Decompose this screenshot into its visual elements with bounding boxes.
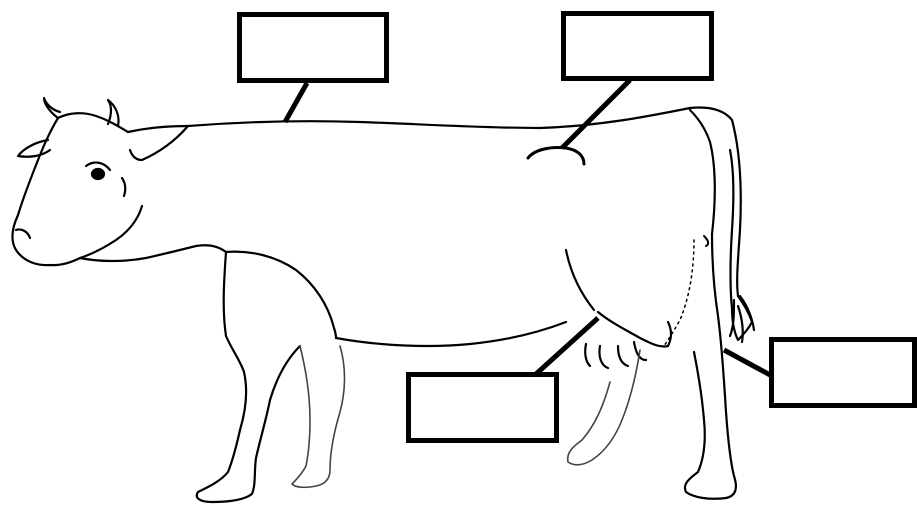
cow-ear-right bbox=[128, 126, 188, 160]
cow-eye bbox=[92, 169, 104, 179]
cow-back-outline bbox=[188, 108, 732, 129]
label-box-1[interactable] bbox=[237, 12, 389, 83]
cow-hind-leg-near bbox=[685, 234, 736, 499]
cow-muzzle bbox=[16, 229, 30, 238]
cow-fore-leg-far bbox=[292, 346, 345, 487]
cow-shoulder-contour bbox=[226, 252, 336, 338]
cow-fore-leg-near bbox=[197, 252, 300, 502]
cow-hind-leg-far bbox=[568, 350, 640, 465]
cow-horn-left bbox=[44, 98, 60, 118]
cow-cheek bbox=[122, 178, 125, 196]
label-box-3[interactable] bbox=[406, 372, 559, 443]
cow-rump-outline bbox=[690, 110, 715, 234]
cow-head-outline bbox=[12, 118, 142, 265]
cow-belly-outline bbox=[336, 322, 566, 346]
leader-line-4 bbox=[724, 350, 772, 376]
cow-rib-marker bbox=[528, 147, 584, 164]
leader-line-2 bbox=[562, 80, 630, 148]
label-box-2[interactable] bbox=[561, 11, 714, 81]
cow-flank-line bbox=[566, 250, 594, 310]
cow-horn-right bbox=[108, 100, 119, 126]
cow-udder-dotted-line bbox=[664, 240, 694, 346]
cow-stifle-mark bbox=[704, 236, 708, 246]
leader-line-1 bbox=[285, 83, 307, 122]
label-box-4[interactable] bbox=[769, 337, 917, 408]
